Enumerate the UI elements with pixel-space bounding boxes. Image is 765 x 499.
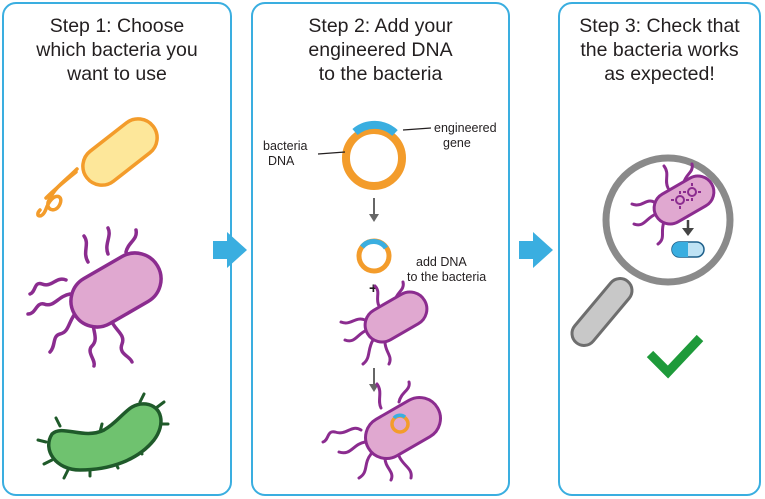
plasmid-icon: [342, 120, 406, 190]
green-bacterium-icon: [36, 392, 170, 480]
title-line: Step 1: Choose: [49, 15, 185, 37]
add-dna-label: to the bacteria: [407, 270, 486, 284]
step-3-panel: Step 3: Check that the bacteria works as…: [558, 2, 761, 496]
checkmark-icon: [646, 334, 704, 379]
rod-bacterium-icon: [36, 117, 159, 218]
capsule-icon: [671, 241, 705, 258]
plus-sign: +: [369, 280, 378, 297]
down-arrow-icon: [682, 220, 694, 236]
leader-line: [317, 151, 346, 155]
engineered-gene-label: engineered: [434, 121, 497, 135]
title-line: the bacteria works: [580, 39, 739, 61]
bacterium-icon: [630, 162, 716, 246]
add-dna-label: add DNA: [416, 255, 467, 269]
title-line: which bacteria you: [36, 39, 198, 61]
title-line: as expected!: [604, 63, 715, 85]
down-arrow-icon: [369, 368, 379, 392]
title-line: Step 2: Add your: [308, 15, 453, 37]
title-line: Step 3: Check that: [579, 15, 740, 37]
step-2-title: Step 2: Add your engineered DNA to the b…: [253, 14, 508, 86]
right-arrow-icon: [213, 232, 247, 268]
bacterium-icon: [339, 280, 429, 366]
right-arrow-icon: [519, 232, 553, 268]
engineered-gene-label: gene: [443, 136, 471, 150]
purple-bacterium-icon: [26, 226, 163, 368]
bacteria-dna-label: bacteria: [263, 139, 308, 153]
gear-icon: [671, 183, 701, 209]
leader-line: [402, 127, 432, 131]
step-1-illustration: [26, 117, 170, 480]
step-2-illustration: bacteria DNA engineered gene add DNA to …: [263, 120, 497, 482]
title-line: engineered DNA: [308, 39, 453, 61]
engineered-bacterium-icon: [321, 380, 442, 482]
title-line: want to use: [67, 63, 167, 85]
step-3-illustration: [570, 154, 734, 379]
step-2-panel: Step 2: Add your engineered DNA to the b…: [251, 2, 510, 496]
down-arrow-icon: [369, 198, 379, 222]
step-1-panel: Step 1: Choose which bacteria you want t…: [2, 2, 232, 496]
step-3-title: Step 3: Check that the bacteria works as…: [560, 14, 759, 86]
plasmid-icon: [356, 238, 392, 274]
step-1-title: Step 1: Choose which bacteria you want t…: [4, 14, 230, 86]
bacteria-dna-label: DNA: [268, 154, 295, 168]
title-line: to the bacteria: [318, 63, 443, 85]
